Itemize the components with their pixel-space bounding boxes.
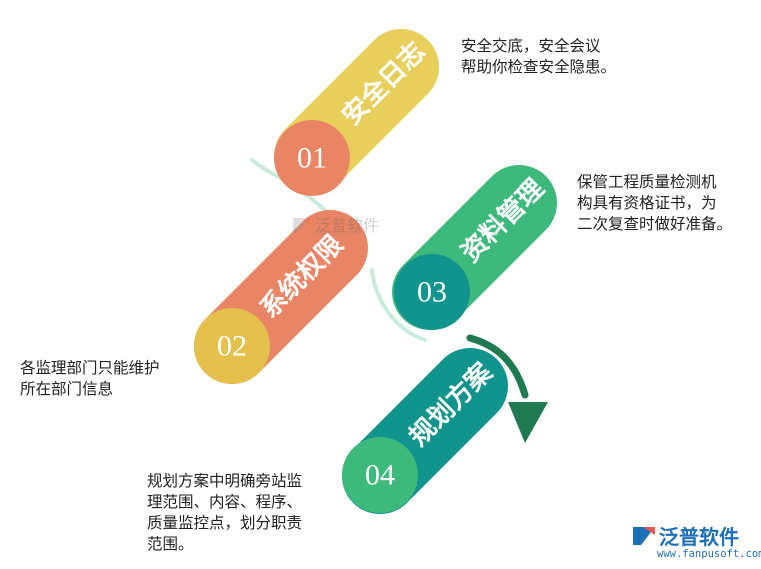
watermark-logo-icon bbox=[293, 218, 309, 232]
connector-arc-2 bbox=[370, 268, 427, 342]
watermark: 泛普软件 FANPUSOFTWARE bbox=[289, 212, 379, 240]
description-line: 质量监控点，划分职责 bbox=[147, 514, 303, 532]
step-1-number: 01 bbox=[297, 142, 327, 175]
description-line: 保管工程质量检测机 bbox=[577, 173, 717, 191]
description-line: 二次复查时做好准备。 bbox=[577, 215, 733, 233]
step-1-circle bbox=[274, 120, 350, 196]
brand-url: www.fanpusoft.com bbox=[657, 548, 761, 560]
step-3-description: 保管工程质量检测机 构具有资格证书，为 二次复查时做好准备。 bbox=[577, 172, 732, 235]
step-1: 01 安全日志 bbox=[274, 29, 439, 196]
step-4-number: 04 bbox=[365, 459, 395, 492]
description-line: 帮助你检查安全隐患。 bbox=[461, 58, 617, 76]
step-4: 04 规划方案 bbox=[342, 348, 508, 514]
flow-arrow-arc bbox=[466, 334, 529, 399]
brand-name: 泛普软件 bbox=[659, 525, 739, 549]
description-line: 安全交底，安全会议 bbox=[461, 37, 601, 55]
step-4-circle bbox=[342, 437, 418, 513]
description-line: 范围。 bbox=[147, 535, 194, 553]
step-3-number: 03 bbox=[417, 276, 447, 309]
step-3: 03 资料管理 bbox=[392, 165, 557, 330]
step-2-circle bbox=[194, 308, 270, 384]
watermark-name: 泛普软件 bbox=[315, 216, 380, 235]
brand-logo-icon bbox=[633, 527, 655, 545]
step-3-circle bbox=[394, 254, 470, 330]
watermark-sub: FANPUSOFTWARE bbox=[315, 231, 367, 237]
flow-arrowhead bbox=[508, 402, 548, 443]
step-2-description: 各监理部门只能维护 所在部门信息 bbox=[20, 358, 160, 400]
description-line: 构具有资格证书，为 bbox=[577, 194, 717, 212]
step-4-description: 规划方案中明确旁站监 理范围、内容、程序、 质量监控点，划分职责 范围。 bbox=[147, 471, 302, 555]
description-line: 各监理部门只能维护 bbox=[20, 359, 160, 377]
brand-logo: 泛普软件 www.fanpusoft.com bbox=[631, 521, 761, 565]
description-line: 理范围、内容、程序、 bbox=[147, 493, 303, 511]
step-2: 02 系统权限 bbox=[194, 210, 368, 384]
step-1-description: 安全交底，安全会议 帮助你检查安全隐患。 bbox=[461, 36, 616, 78]
step-2-number: 02 bbox=[217, 330, 247, 363]
description-line: 所在部门信息 bbox=[20, 380, 114, 398]
description-line: 规划方案中明确旁站监 bbox=[147, 472, 303, 490]
